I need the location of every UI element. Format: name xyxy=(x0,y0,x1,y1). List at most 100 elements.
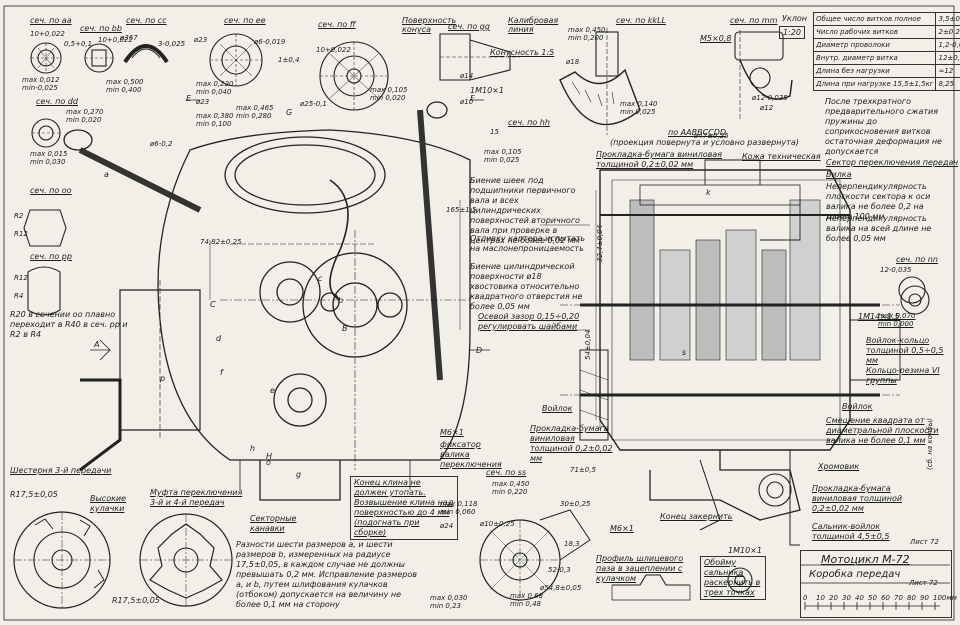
dim-d28: 15 xyxy=(490,128,499,136)
dim-d49: ø54,8±0,05 xyxy=(540,584,582,592)
label-gasket-top: Прокладка-бумага виниловая толщиной 0,2±… xyxy=(596,150,723,169)
section-bb-drawing xyxy=(84,43,114,73)
note-key-end: Конец клина не должен утопать. Возвышени… xyxy=(350,476,458,540)
scale-tick-label: 100мм xyxy=(933,594,957,602)
label-gasket-bottom: Прокладка-бумага виниловая толщиной 0,2±… xyxy=(812,484,903,513)
label-taper: Конусность 1:5 xyxy=(490,48,555,57)
label-gear3-radius: R17,5±0,05 xyxy=(10,490,58,499)
label-felt-1: Войлок xyxy=(542,404,573,413)
dim-d10: max 0,012 min-0,025 xyxy=(22,76,60,92)
label-slope: Уклон xyxy=(782,14,807,23)
label-tech-leather: Кожа техническая xyxy=(742,152,821,161)
dim-d42: 71±0,5 xyxy=(570,466,596,474)
label-high-cams: Высокие кулачки xyxy=(90,494,127,513)
section-label-pp: сеч. по рр xyxy=(30,252,72,261)
section-label-abvd-note: (проекция повернута и условно развернута… xyxy=(610,138,799,147)
section-label-gg: сеч. по gg xyxy=(448,22,490,31)
dim-d27: max 0,105 min 0,025 xyxy=(484,148,522,164)
letter-C: C xyxy=(210,300,216,309)
note-runout: Биение шеек под подшипники первичного ва… xyxy=(470,176,580,245)
spec-row: Длина без нагрузки≈12 xyxy=(812,64,960,78)
spec-value: 8,25 xyxy=(935,77,960,91)
dim-d9: 10+0,022 xyxy=(316,46,351,54)
dim-d6: ø23 xyxy=(194,36,208,44)
spec-label: Длина без нагрузки xyxy=(812,64,937,78)
dim-d19: ø25-0,1 xyxy=(300,100,327,108)
note-offset: Смещение квадрата от диаметральной плоск… xyxy=(826,416,939,445)
dim-d24: ø14 xyxy=(460,72,474,80)
dim-d2: 0,5+0,1 xyxy=(64,40,93,48)
label-surface-cone: Поверхность конуса xyxy=(402,16,457,34)
section-label-bb: сеч. по bb xyxy=(80,24,122,33)
scale-tick-label: 90 xyxy=(920,594,929,602)
sheet-number: Лист 72 xyxy=(910,538,939,546)
dim-d17: ø6-0,2 xyxy=(150,140,173,148)
label-ferrule: Обойму сальника раскернить в трех точках xyxy=(700,556,766,600)
letter-h: h xyxy=(250,444,256,453)
label-felt-2: Войлок xyxy=(842,402,873,411)
spec-value: ≈12 xyxy=(935,64,960,78)
dim-d1: 10+0,022 xyxy=(30,30,65,38)
letter-o: o xyxy=(266,458,271,467)
title-product: Мотоцикл М-72 xyxy=(821,553,910,566)
letter-k: k xyxy=(706,188,711,197)
scale-tick-label: 30 xyxy=(842,594,851,602)
label-m6-low: M6×1 xyxy=(610,524,634,533)
section-ff-drawing xyxy=(319,41,389,111)
label-calibration-line: Калибровая линия xyxy=(508,16,559,34)
label-end-key: Конец закернить xyxy=(660,512,733,521)
spec-value: 1,2-0,03 xyxy=(935,38,960,52)
dim-d46: 54±0,04 xyxy=(584,329,592,360)
label-gear-radius: R17,5±0,05 xyxy=(112,596,160,605)
section-ee-drawing xyxy=(209,33,263,87)
dim-d40: max 0,030 min 0,23 xyxy=(430,594,468,610)
label-gasket-mid: Прокладка-бумага виниловая толщиной 0,2±… xyxy=(530,424,613,463)
label-lock-fixer: фиксатор валика переключения xyxy=(440,440,502,469)
dim-d3: 10+0,022 xyxy=(98,36,133,44)
section-gg-drawing xyxy=(439,33,520,81)
dim-d36: max 0,070 min 0,000 xyxy=(878,312,916,328)
section-label-nn: сеч. по nn xyxy=(896,255,938,264)
label-spline-profile: Профиль шлицевого паза в зацеплении с ку… xyxy=(596,554,684,583)
gear3-drawing xyxy=(13,511,111,609)
scale-bar-lines xyxy=(804,602,940,610)
label-m10-low: 1М10×1 xyxy=(728,546,762,555)
clutch-drawing xyxy=(139,513,233,607)
dim-d15: max 0,465 min 0,280 xyxy=(236,104,274,120)
dim-d26: max 0,015 min 0,030 xyxy=(30,150,68,166)
title-block: Мотоцикл М-72 Коробка передач Лист 72 xyxy=(800,550,952,618)
label-axial-gap: Осевой зазор 0,15÷0,20 регулировать шайб… xyxy=(478,312,580,331)
letter-s: s xyxy=(682,348,687,357)
letter-e: e xyxy=(270,386,275,395)
label-m10-top: 1М10×1 xyxy=(470,86,504,95)
note-runout2: Биение цилиндрической поверхности ø18 хв… xyxy=(470,262,583,311)
dim-d7: ø6-0,019 xyxy=(254,38,286,46)
note-perp-1: Неперпендикулярность плоскости сектора к… xyxy=(826,182,931,221)
dim-d18: max 0,105 min 0,020 xyxy=(370,86,408,102)
letter-H: H xyxy=(266,452,273,461)
dim-d5: 3-0,025 xyxy=(158,40,186,48)
section-label-abvd: по ААВВССDD xyxy=(668,128,727,137)
dim-d33: 74,82±0,25 xyxy=(200,238,242,246)
spline-profile-drawing xyxy=(611,574,691,601)
letter-d: d xyxy=(216,334,222,343)
note-size-tolerance: Разности шести размеров а, и шести разме… xyxy=(236,540,417,609)
dim-d43: ø10±0,25 xyxy=(480,520,515,528)
section-dd-drawing xyxy=(31,118,61,148)
dim-d47: 18,3 xyxy=(564,540,580,548)
letter-b: b xyxy=(338,296,344,305)
letter-D: D xyxy=(476,346,483,355)
dim-d13: max 0,270 min 0,020 xyxy=(66,108,104,124)
scale-tick-label: 70 xyxy=(894,594,903,602)
note-after-test: После трехкратного предварительного сжат… xyxy=(825,97,942,156)
label-chrome: Хромовик xyxy=(818,462,860,471)
scale-tick-label: 10 xyxy=(816,594,825,602)
section-label-ee: сеч. по ee xyxy=(224,16,266,25)
spec-value: 12±0,5 xyxy=(935,51,960,65)
dim-d44: 30±0,25 xyxy=(560,500,591,508)
section-label-aa: сеч. по аа xyxy=(30,16,72,25)
dim-d21: ø18 xyxy=(566,58,580,66)
ferrule-drawing xyxy=(727,567,753,593)
spec-label: Общее число витков полное xyxy=(812,12,937,26)
